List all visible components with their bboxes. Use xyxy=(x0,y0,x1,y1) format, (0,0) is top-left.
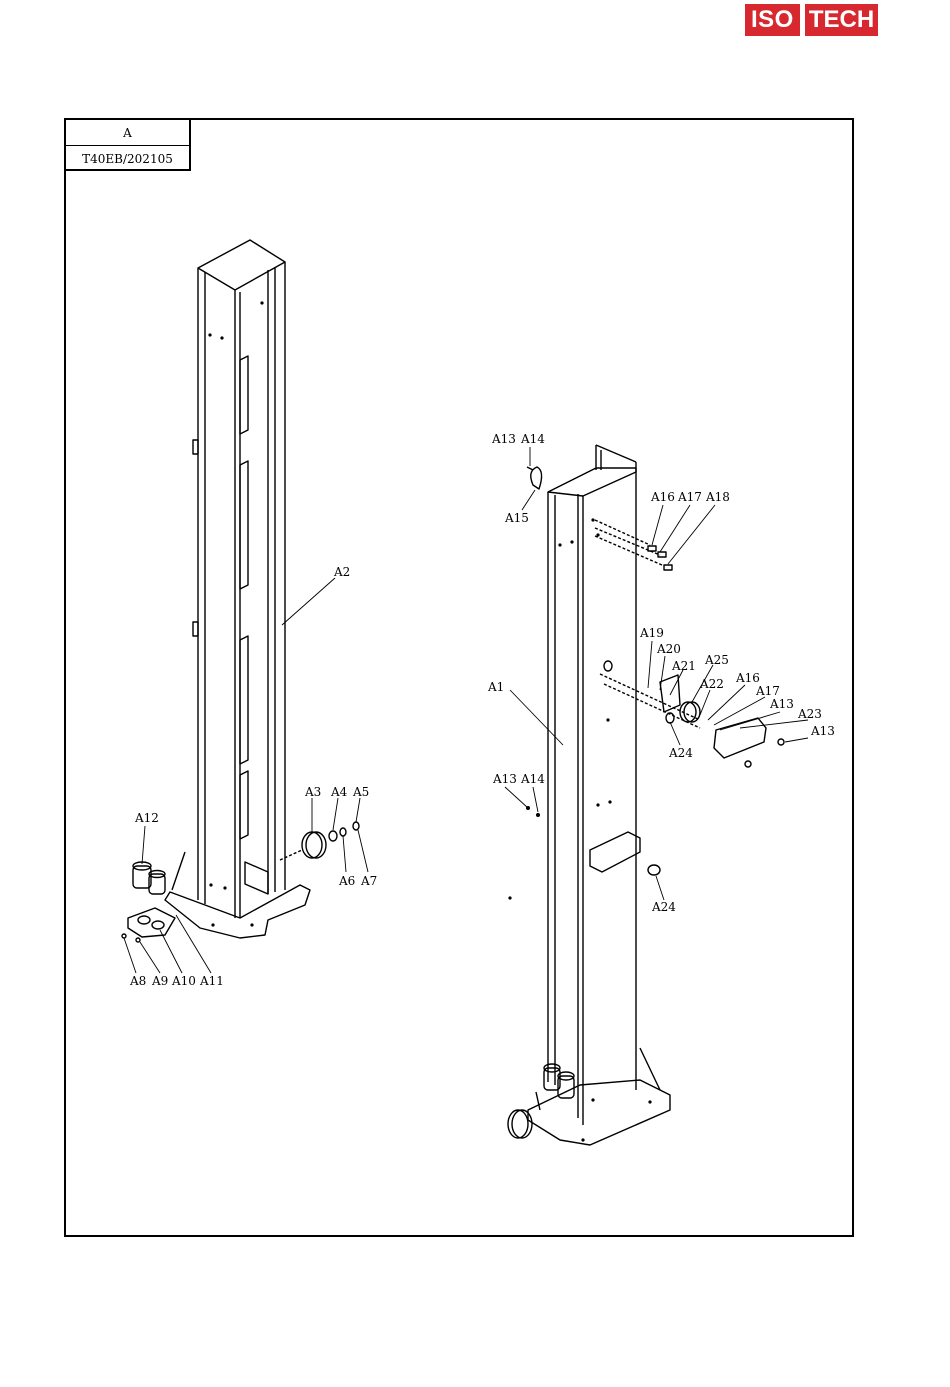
leader-lines xyxy=(124,447,808,973)
label-a6: A6 xyxy=(338,874,355,888)
label-a4: A4 xyxy=(330,785,348,799)
upper-bolt-set xyxy=(595,520,672,570)
label-a11: A11 xyxy=(199,974,224,988)
label-a13-low: A13 xyxy=(492,772,517,786)
label-a22: A22 xyxy=(699,677,724,691)
label-a9: A9 xyxy=(151,974,168,988)
label-a2: A2 xyxy=(333,565,350,579)
caster-wheel-hardware xyxy=(280,822,359,860)
label-a16-top: A16 xyxy=(650,490,675,504)
label-a5: A5 xyxy=(352,785,369,799)
right-column-dots xyxy=(508,518,651,1141)
label-a17-top: A17 xyxy=(677,490,702,504)
label-a7: A7 xyxy=(360,874,377,888)
label-a13-mid: A13 xyxy=(769,697,794,711)
label-a19: A19 xyxy=(639,626,664,640)
label-a14-low: A14 xyxy=(520,772,545,786)
label-a21: A21 xyxy=(671,659,696,673)
label-a3: A3 xyxy=(304,785,321,799)
label-a12: A12 xyxy=(134,811,159,825)
label-a24-mid: A24 xyxy=(668,746,693,760)
label-a18: A18 xyxy=(705,490,730,504)
label-a13-right: A13 xyxy=(810,724,835,738)
left-column-post xyxy=(165,240,310,938)
label-a13-top: A13 xyxy=(491,432,516,446)
label-a24-low: A24 xyxy=(651,900,676,914)
right-column-post xyxy=(508,445,670,1145)
label-a8: A8 xyxy=(129,974,146,988)
label-a16-mid: A16 xyxy=(735,671,760,685)
label-a25: A25 xyxy=(704,653,729,667)
label-a10: A10 xyxy=(171,974,196,988)
left-column-dots xyxy=(208,301,263,926)
label-a1: A1 xyxy=(487,680,504,694)
label-a20: A20 xyxy=(656,642,681,656)
label-a14-top: A14 xyxy=(520,432,545,446)
label-a15: A15 xyxy=(504,511,529,525)
label-a23: A23 xyxy=(797,707,822,721)
label-a17-mid: A17 xyxy=(755,684,780,698)
